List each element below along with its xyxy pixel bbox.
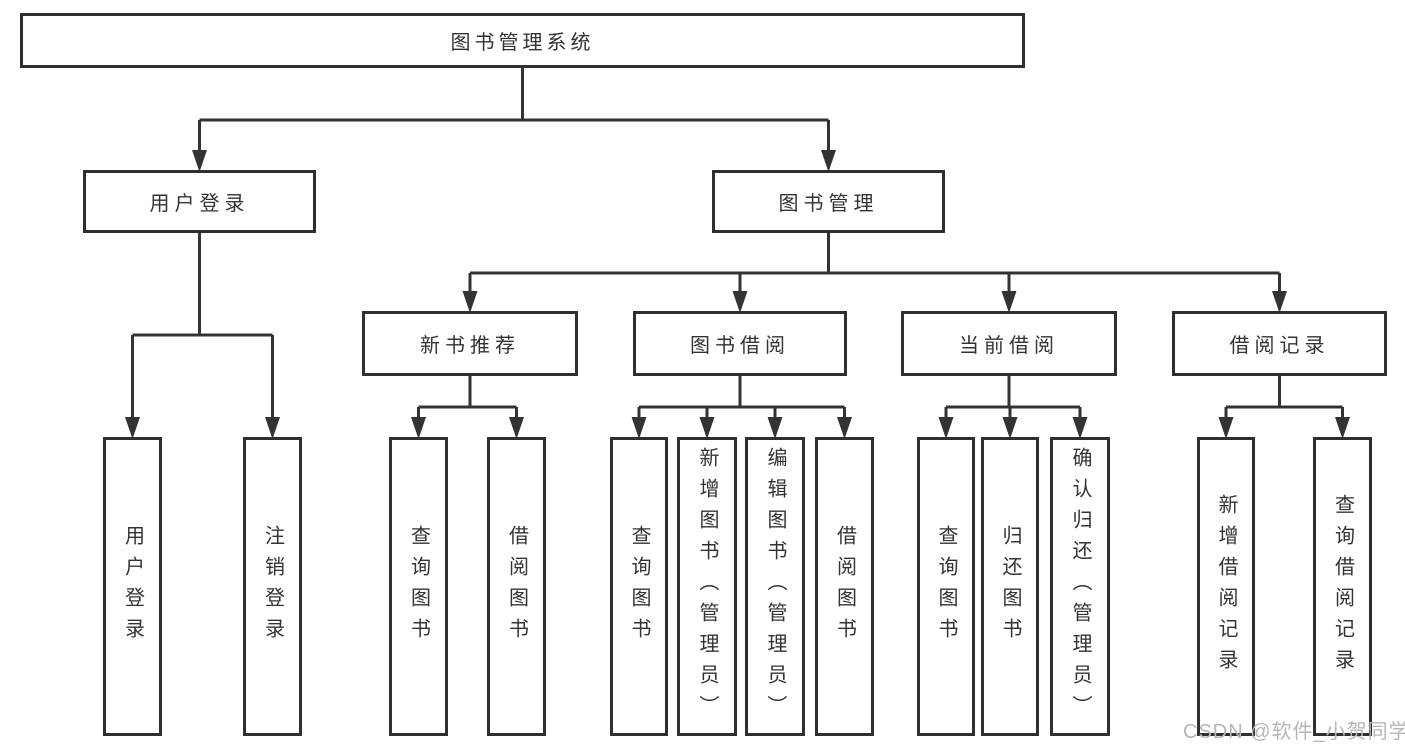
leaf-query-record-label: 查询借阅记录 <box>1331 493 1354 680</box>
arrow-into-leaf-borrow-book-1 <box>509 417 524 439</box>
node-borrow-records-label: 借阅记录 <box>1229 335 1330 357</box>
connector-borrow-records-to-leaves <box>1224 376 1344 419</box>
leaf-add-record-label: 新增借阅记录 <box>1215 493 1237 680</box>
leaf-edit-book-label: 编辑图书（管理员） <box>764 447 786 726</box>
leaf-query-book-3: 查询图书 <box>917 437 975 736</box>
node-book-borrow-label: 图书借阅 <box>690 335 790 357</box>
arrow-into-leaf-user-login <box>125 417 140 439</box>
leaf-query-book-2: 查询图书 <box>610 437 668 736</box>
leaf-borrow-book-2: 借阅图书 <box>815 437 874 736</box>
leaf-user-login: 用户登录 <box>103 437 162 736</box>
leaf-confirm-return: 确认归还（管理员） <box>1050 437 1110 736</box>
arrow-into-leaf-logout <box>265 417 280 439</box>
leaf-return-book: 归还图书 <box>981 437 1039 736</box>
node-user-login-label: 用户登录 <box>149 193 250 215</box>
node-new-book-recommend-label: 新书推荐 <box>420 335 520 357</box>
leaf-query-book-2-label: 查询图书 <box>628 524 650 649</box>
leaf-query-book-1: 查询图书 <box>389 437 448 736</box>
arrow-into-user-login <box>192 150 207 172</box>
leaf-query-book-3-label: 查询图书 <box>935 524 957 649</box>
leaf-borrow-book-2-label: 借阅图书 <box>833 524 856 649</box>
connector-root-to-level2 <box>198 68 830 152</box>
leaf-add-record: 新增借阅记录 <box>1197 437 1255 736</box>
leaf-query-book-1-label: 查询图书 <box>407 524 430 649</box>
arrow-into-leaf-add-record <box>1218 417 1234 439</box>
node-book-management: 图书管理 <box>712 170 945 233</box>
arrow-into-leaf-query-record <box>1335 417 1350 439</box>
leaf-borrow-book-1: 借阅图书 <box>487 437 546 736</box>
leaf-confirm-return-label: 确认归还（管理员） <box>1069 447 1091 726</box>
leaf-logout-label: 注销登录 <box>261 524 284 649</box>
node-library-system: 图书管理系统 <box>20 13 1025 68</box>
arrow-into-borrow-records <box>1272 291 1287 313</box>
connector-book-borrow-to-leaves <box>637 376 846 419</box>
arrowheads <box>125 150 1350 439</box>
leaf-edit-book: 编辑图书（管理员） <box>745 437 805 736</box>
node-current-borrow: 当前借阅 <box>901 311 1117 376</box>
csdn-watermark: CSDN @软件_小贺同学 <box>1183 721 1405 743</box>
arrow-into-leaf-query-book-1 <box>411 417 426 439</box>
leaf-user-login-label: 用户登录 <box>121 524 144 649</box>
arrow-into-leaf-confirm-return <box>1072 417 1088 439</box>
arrow-into-current-borrow <box>1001 291 1017 313</box>
leaf-logout: 注销登录 <box>243 437 302 736</box>
arrow-into-leaf-query-book-2 <box>631 417 647 439</box>
leaf-borrow-book-1-label: 借阅图书 <box>505 524 528 649</box>
node-library-system-label: 图书管理系统 <box>450 32 595 54</box>
arrow-into-book-management <box>821 150 836 172</box>
arrow-into-leaf-return-book <box>1002 417 1018 439</box>
leaf-query-record: 查询借阅记录 <box>1313 437 1372 736</box>
node-current-borrow-label: 当前借阅 <box>959 335 1059 357</box>
arrow-into-leaf-borrow-book-2 <box>837 417 852 439</box>
leaf-return-book-label: 归还图书 <box>999 524 1021 649</box>
node-borrow-records: 借阅记录 <box>1172 311 1387 376</box>
arrow-into-leaf-add-book <box>699 417 715 439</box>
connector-book-management-to-level3 <box>468 233 1281 293</box>
node-book-management-label: 图书管理 <box>778 193 879 215</box>
connector-new-book-recommend-to-leaves <box>417 376 518 419</box>
leaf-add-book-label: 新增图书（管理员） <box>696 447 718 726</box>
node-book-borrow: 图书借阅 <box>633 311 847 376</box>
node-new-book-recommend: 新书推荐 <box>362 311 578 376</box>
node-user-login: 用户登录 <box>83 170 316 233</box>
connector-user-login-to-leaves <box>131 233 274 419</box>
leaf-add-book: 新增图书（管理员） <box>677 437 737 736</box>
arrow-into-new-book-recommend <box>462 291 478 313</box>
connector-current-borrow-to-leaves <box>944 376 1082 419</box>
arrow-into-leaf-query-book-3 <box>938 417 954 439</box>
arrow-into-leaf-edit-book <box>767 417 783 439</box>
arrow-into-book-borrow <box>732 291 748 313</box>
